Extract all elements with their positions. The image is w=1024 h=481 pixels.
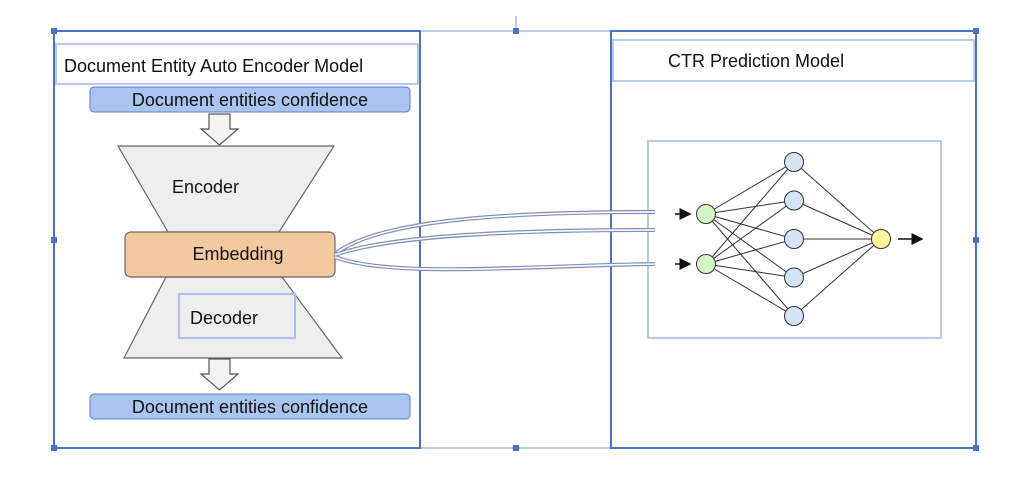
hidden-node — [784, 267, 804, 288]
decoder-box — [178, 293, 296, 339]
autoencoder-title-box — [55, 43, 419, 85]
input-hidden-edge — [705, 213, 795, 240]
autoencoder-title: Document Entity Auto Encoder Model — [64, 56, 363, 76]
decoder-label: Decoder — [190, 308, 258, 328]
input-hidden-edge — [705, 161, 795, 265]
embedding-connectors — [333, 210, 656, 272]
input-node — [696, 204, 716, 224]
output-confidence-label: Document entities confidence — [132, 397, 368, 417]
ctr-title-box — [612, 39, 975, 82]
output-confidence-box — [89, 393, 411, 420]
input-hidden-edge — [705, 200, 795, 215]
hidden-node — [784, 152, 804, 172]
input-confidence-label: Document entities confidence — [132, 90, 368, 110]
down-arrow-icon — [199, 358, 240, 391]
down-arrow-icon — [199, 113, 240, 146]
input-confidence-box — [89, 86, 411, 113]
hidden-output-edge — [793, 200, 882, 240]
hidden-output-edge — [793, 238, 882, 278]
input-hidden-edge — [705, 200, 795, 265]
input-hidden-edge — [705, 161, 795, 215]
output-node — [871, 229, 891, 249]
encoder-label: Encoder — [172, 177, 239, 197]
network-frame — [647, 140, 942, 339]
input-hidden-edge — [705, 213, 795, 317]
ctr-title: CTR Prediction Model — [668, 51, 844, 71]
connector-curve-top — [334, 211, 656, 255]
network-nodes — [696, 152, 891, 326]
hidden-output-edge — [793, 161, 882, 240]
input-node — [696, 254, 716, 274]
connector-curve-middle — [334, 229, 656, 256]
ctr-panel-frame — [610, 30, 977, 449]
hidden-node — [784, 306, 804, 326]
ctr-panel: CTR Prediction Model — [610, 30, 977, 449]
input-hidden-edge — [705, 263, 795, 317]
autoencoder-panel: Document Entity Auto Encoder Model Docum… — [53, 30, 421, 449]
hidden-node — [784, 190, 804, 211]
connector-curve-bottom — [334, 256, 656, 270]
hidden-output-edge — [793, 238, 882, 317]
embedding-label: Embedding — [192, 244, 283, 264]
network-edges — [705, 161, 882, 317]
input-hidden-edge — [705, 238, 795, 265]
hidden-node — [784, 229, 804, 249]
input-hidden-edge — [705, 263, 795, 278]
input-hidden-edge — [705, 213, 795, 278]
